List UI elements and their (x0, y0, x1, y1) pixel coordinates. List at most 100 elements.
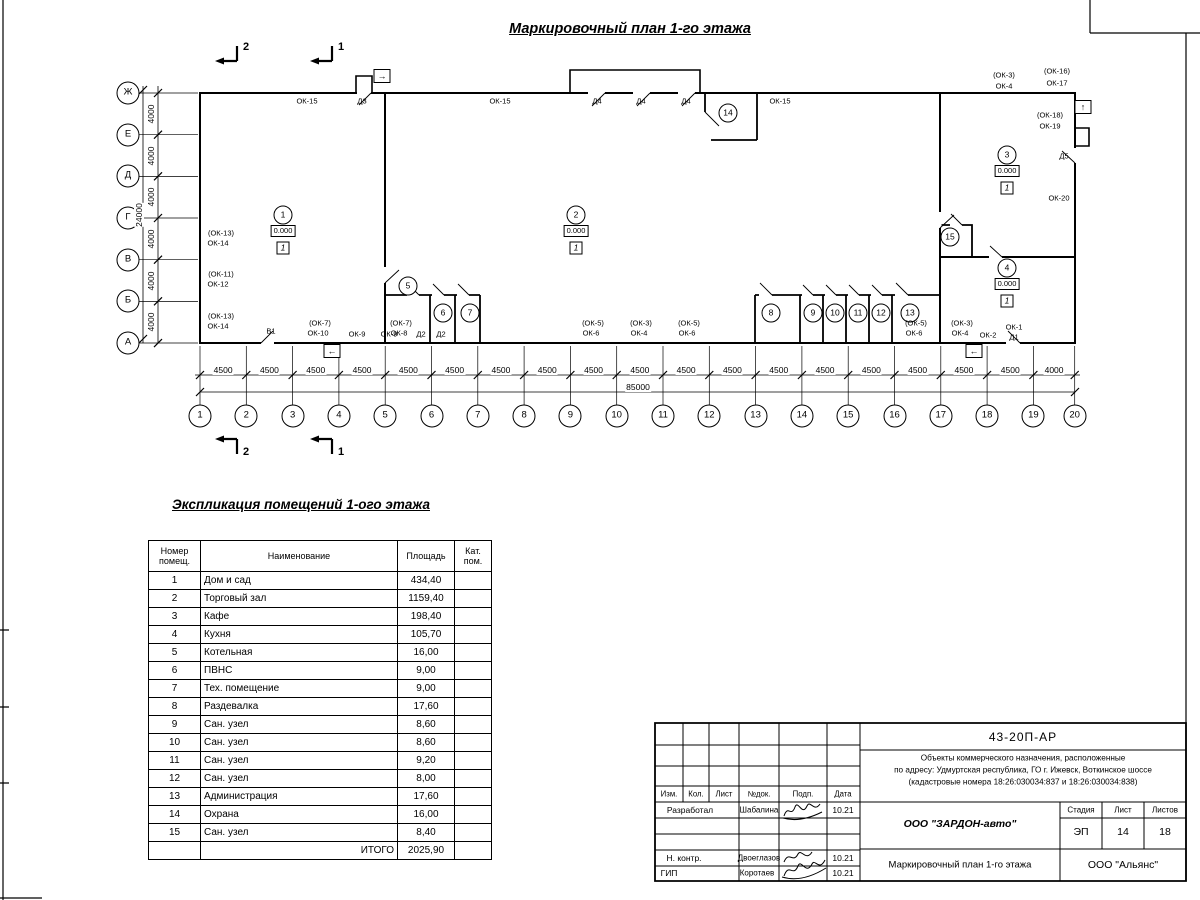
room-number: 6 (433, 303, 453, 323)
sheet-label: Лист (1114, 805, 1132, 815)
dimension-tick (153, 130, 163, 140)
plan-label: Д5 (1059, 151, 1069, 161)
role1-date: 10.21 (832, 805, 854, 815)
table-cell (454, 607, 492, 626)
page-title: Маркировочный план 1-го этажа (509, 21, 751, 37)
room-number: 3 (997, 145, 1017, 165)
dimension-tick (519, 370, 529, 380)
table-cell: 10 (148, 733, 201, 752)
plan-label: (ОК-3) (951, 318, 973, 328)
table-cell: Тех. помещение (200, 679, 398, 698)
table-cell: 14 (148, 805, 201, 824)
table-cell: Дом и сад (200, 571, 398, 590)
table-cell: Кухня (200, 625, 398, 644)
exit-arrow-icon: ← (323, 344, 341, 358)
plan-label: (ОК-13) (207, 228, 235, 238)
axis-bubble-bottom: 1 (188, 404, 212, 428)
axis-bubble-bottom: 17 (929, 404, 953, 428)
table-cell: 9,00 (397, 661, 455, 680)
elevation-mark: 0.000 (270, 225, 296, 237)
dimension-label: 4500 (212, 365, 234, 375)
total-value: 2025,90 (397, 841, 455, 860)
table-cell: 8,60 (397, 715, 455, 734)
elevation-mark: 0.000 (994, 165, 1020, 177)
explication-table: Номер помещ. Наименование Площадь Кат. п… (148, 540, 492, 860)
table-cell (454, 589, 492, 608)
table-cell: 105,70 (397, 625, 455, 644)
exit-arrow-icon: ← (965, 344, 983, 358)
dimension-tick (704, 370, 714, 380)
dimension-label: 4500 (814, 365, 836, 375)
col-header-category: Кат. пом. (454, 540, 492, 572)
axis-bubble-bottom: 5 (373, 404, 397, 428)
dimension-total-left: 24000 (134, 203, 144, 227)
table-cell: 16,00 (397, 805, 455, 824)
col-header-name: Наименование (200, 540, 398, 572)
plan-label: ОК-2 (979, 330, 997, 340)
dimension-tick (890, 370, 899, 380)
plan-label: ОК-14 (207, 238, 229, 248)
plan-label: ОК-4 (995, 81, 1013, 91)
plan-label: ОК-17 (1046, 78, 1068, 88)
dimension-label: 4000 (146, 146, 156, 165)
floor-type-mark: 1 (569, 241, 583, 255)
room-number: 9 (803, 303, 823, 323)
dimension-tick (565, 370, 575, 380)
total-empty (454, 841, 492, 860)
table-cell: 8,40 (397, 823, 455, 842)
plan-label: ОК-14 (207, 321, 229, 331)
dimension-label: 4000 (146, 104, 156, 124)
axis-bubble-left: В (116, 248, 140, 272)
table-cell: 17,60 (397, 787, 455, 806)
axis-bubble-bottom: 13 (744, 404, 768, 428)
axis-bubble-left: Е (116, 123, 140, 147)
dimension-tick (153, 338, 163, 348)
dimension-label: 4500 (397, 365, 419, 375)
room-number: 7 (460, 303, 480, 323)
plan-label: ОК-19 (1039, 121, 1061, 131)
plan-label: ОК-6 (582, 328, 600, 338)
table-cell: Администрация (200, 787, 398, 806)
section-mark-label: 2 (242, 446, 250, 458)
axis-bubble-left: А (116, 331, 140, 355)
dimension-tick (288, 370, 298, 380)
axis-bubble-bottom: 15 (836, 404, 860, 428)
plan-label: ОК-20 (1048, 193, 1070, 203)
table-header-row: Номер помещ. Наименование Площадь Кат. п… (148, 540, 492, 572)
plan-label: (ОК-16) (1043, 66, 1071, 76)
table-cell: 434,40 (397, 571, 455, 590)
plan-label: ОК-10 (307, 328, 329, 338)
plan-label: ОК-4 (951, 328, 969, 338)
dimension-tick (473, 370, 483, 380)
dimension-tick (982, 370, 992, 380)
total-spacer (148, 841, 201, 860)
titleblock-border (654, 722, 1187, 882)
plan-label: Д4 (592, 96, 602, 106)
dimension-tick (153, 88, 163, 98)
dimension-label: 4500 (536, 365, 558, 375)
table-cell: Охрана (200, 805, 398, 824)
doc-description-line2: по адресу: Удмуртская республика, ГО г. … (894, 765, 1152, 775)
stage-label: Стадия (1067, 805, 1095, 815)
dimension-label: 4500 (768, 365, 790, 375)
org-name: ООО "ЗАРДОН-авто" (903, 818, 1017, 830)
table-cell: Сан. узел (200, 733, 398, 752)
table-cell: 1 (148, 571, 201, 590)
col-list: Лист (715, 789, 733, 799)
dimension-lines (142, 86, 1080, 393)
table-cell (454, 643, 492, 662)
table-cell: 15 (148, 823, 201, 842)
dimension-label: 4500 (351, 365, 373, 375)
plan-label: (ОК-5) (678, 318, 700, 328)
dimension-label: 4500 (490, 365, 512, 375)
exit-arrow-icon: → (373, 69, 391, 83)
role3-label: ГИП (660, 868, 678, 878)
org2-name: ООО "Альянс" (1087, 859, 1159, 871)
